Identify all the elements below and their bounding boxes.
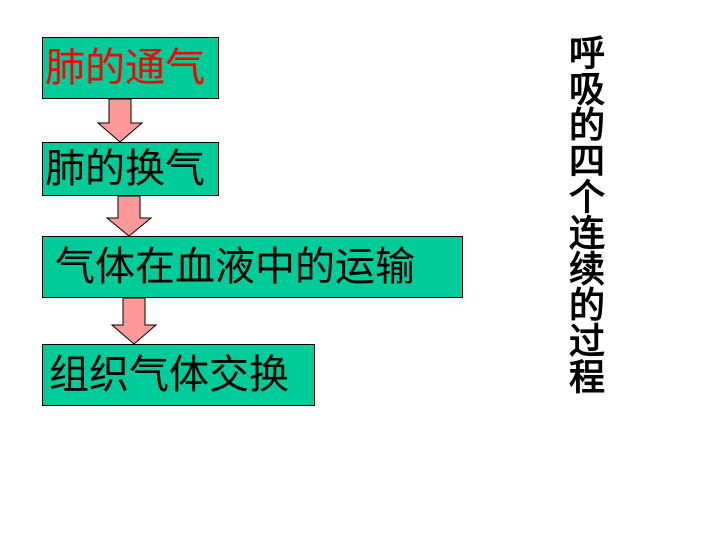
vertical-title: 呼吸的四个连续的过程	[563, 34, 604, 394]
step-box-blood-gas-transport: 气体在血液中的运输	[42, 236, 463, 298]
down-arrow-icon	[105, 195, 153, 237]
step-label-pulmonary-gas-exchange: 肺的换气	[45, 146, 205, 192]
step-label-blood-gas-transport: 气体在血液中的运输	[55, 244, 415, 290]
down-arrow-icon	[110, 297, 158, 345]
step-box-tissue-gas-exchange: 组织气体交换	[42, 344, 315, 406]
step-box-pulmonary-gas-exchange: 肺的换气	[42, 142, 219, 196]
step-label-tissue-gas-exchange: 组织气体交换	[49, 352, 289, 398]
step-label-pulmonary-ventilation: 肺的通气	[45, 45, 205, 91]
step-box-pulmonary-ventilation: 肺的通气	[42, 37, 219, 99]
down-arrow-icon	[96, 98, 144, 143]
